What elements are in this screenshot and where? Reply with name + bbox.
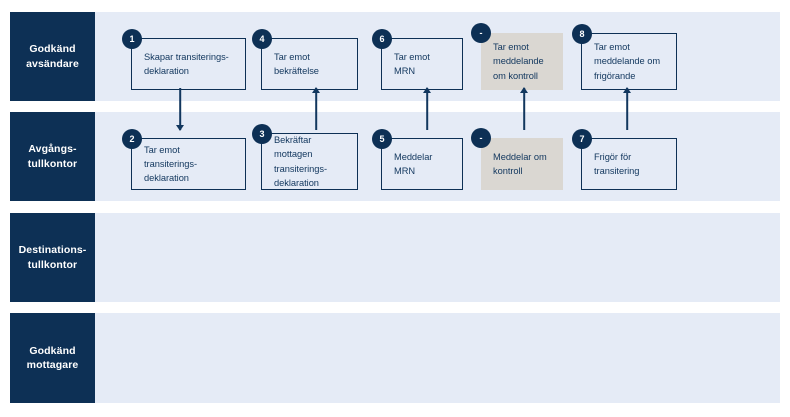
- process-node-5-label: Meddelar MRN: [394, 151, 433, 176]
- process-node-2[interactable]: 2 Tar emot transiterings- deklaration: [122, 129, 246, 190]
- swimlane-avgangstullkontor: Avgångs- tullkontor: [10, 112, 780, 201]
- connector-3-to-4: [310, 87, 322, 130]
- lane-label-godkand-avsandare: Godkänd avsändare: [10, 12, 95, 101]
- connector-shaft: [315, 88, 317, 130]
- step-badge-7: 7: [572, 129, 592, 149]
- process-node-7-label: Frigör för transitering: [594, 151, 640, 176]
- connector-shaft: [523, 88, 525, 130]
- connector-shaft: [426, 88, 428, 130]
- lane-label-godkand-mottagare: Godkänd mottagare: [10, 313, 95, 403]
- lane-body-godkand-avsandare: [95, 12, 780, 101]
- step-badge-3: 3: [252, 124, 272, 144]
- step-badge-dash-top: -: [471, 23, 491, 43]
- lane-body-godkand-mottagare: [95, 313, 780, 403]
- step-badge-5: 5: [372, 129, 392, 149]
- process-node-meddelar-om-kontroll[interactable]: - Meddelar om kontroll: [471, 128, 563, 190]
- process-node-6-label: Tar emot MRN: [394, 51, 430, 76]
- process-node-2-label: Tar emot transiterings- deklaration: [144, 144, 198, 184]
- process-node-8[interactable]: 8 Tar emot meddelande om frigörande: [572, 24, 677, 90]
- step-badge-1: 1: [122, 29, 142, 49]
- lane-label-destinationstullkontor: Destinations- tullkontor: [10, 213, 95, 302]
- step-badge-dash-bottom: -: [471, 128, 491, 148]
- swimlane-destinationstullkontor: Destinations- tullkontor: [10, 213, 780, 302]
- process-node-4-label: Tar emot bekräftelse: [274, 51, 319, 76]
- arrowhead-up-icon: [423, 87, 431, 93]
- connector-shaft: [626, 88, 628, 130]
- process-node-1[interactable]: 1 Skapar transiterings- deklaration: [122, 29, 246, 90]
- arrowhead-up-icon: [312, 87, 320, 93]
- process-node-5[interactable]: 5 Meddelar MRN: [372, 129, 463, 190]
- lane-label-avgangstullkontor: Avgångs- tullkontor: [10, 112, 95, 201]
- process-node-7[interactable]: 7 Frigör för transitering: [572, 129, 677, 190]
- connector-1-to-2: [174, 88, 186, 131]
- connector-shaft: [179, 88, 181, 130]
- swimlane-godkand-avsandare: Godkänd avsändare: [10, 12, 780, 101]
- lane-body-avgangstullkontor: [95, 112, 780, 201]
- step-badge-6: 6: [372, 29, 392, 49]
- process-node-4[interactable]: 4 Tar emot bekräftelse: [252, 29, 358, 90]
- connector-5-to-6: [421, 87, 433, 130]
- process-node-3-label: Bekräftar mottagen transiterings- deklar…: [274, 135, 328, 188]
- connector-kontroll-to-kontroll: [518, 87, 530, 130]
- process-node-tar-emot-meddelande-om-kontroll-label: Tar emot meddelande om kontroll: [493, 42, 544, 81]
- arrowhead-up-icon: [623, 87, 631, 93]
- process-node-meddelar-om-kontroll-label: Meddelar om kontroll: [493, 151, 547, 176]
- step-badge-4: 4: [252, 29, 272, 49]
- process-node-3[interactable]: 3 Bekräftar mottagen transiterings- dekl…: [252, 124, 358, 190]
- step-badge-2: 2: [122, 129, 142, 149]
- lane-body-destinationstullkontor: [95, 213, 780, 302]
- swimlane-godkand-mottagare: Godkänd mottagare: [10, 313, 780, 403]
- arrowhead-up-icon: [520, 87, 528, 93]
- process-node-1-label: Skapar transiterings- deklaration: [144, 51, 229, 76]
- process-node-6[interactable]: 6 Tar emot MRN: [372, 29, 463, 90]
- process-node-tar-emot-meddelande-om-kontroll[interactable]: - Tar emot meddelande om kontroll: [471, 23, 563, 90]
- step-badge-8: 8: [572, 24, 592, 44]
- process-node-8-label: Tar emot meddelande om frigörande: [594, 42, 661, 81]
- arrowhead-down-icon: [176, 125, 184, 131]
- connector-7-to-8: [621, 87, 633, 130]
